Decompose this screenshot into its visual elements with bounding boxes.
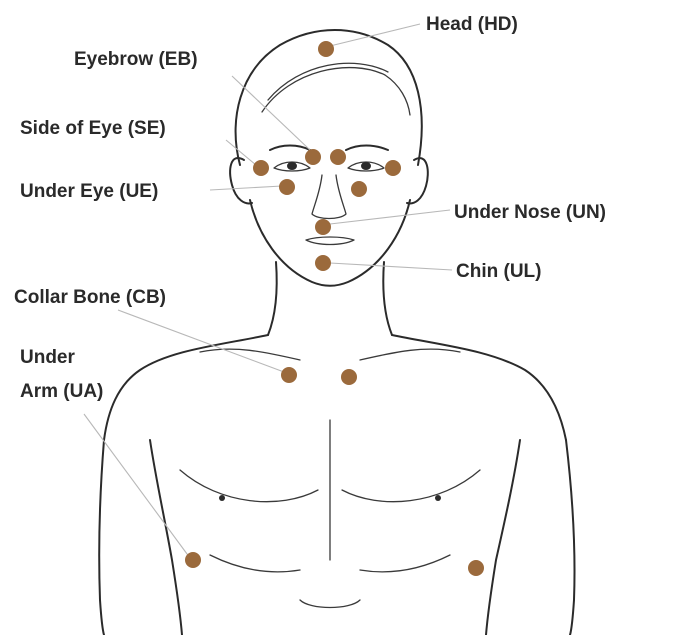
right-pupil: [361, 162, 371, 170]
leader-under-nose: [330, 210, 450, 224]
left-arm-inner: [150, 440, 182, 635]
label-under-arm-line2: Arm (UA): [20, 381, 103, 402]
point-under-arm-right: [468, 560, 484, 576]
point-eyebrow-right: [330, 149, 346, 165]
hairline: [262, 68, 410, 115]
leader-side-of-eye: [226, 140, 256, 165]
leader-head: [330, 24, 420, 46]
point-head: [318, 41, 334, 57]
label-collar-bone: Collar Bone (CB): [14, 287, 166, 308]
leader-under-eye: [210, 186, 282, 190]
neck-left: [268, 262, 277, 335]
left-pupil: [287, 162, 297, 170]
right-arm-inner: [486, 440, 520, 635]
neck-right: [383, 262, 392, 335]
left-shoulder: [104, 335, 268, 440]
left-nipple: [219, 495, 225, 501]
leader-collar-bone: [118, 310, 284, 372]
point-chin: [315, 255, 331, 271]
right-eyebrow: [346, 146, 388, 151]
point-under-nose: [315, 219, 331, 235]
right-shoulder: [392, 335, 566, 440]
point-labels: Head (HD) Eyebrow (EB) Side of Eye (SE) …: [14, 14, 606, 402]
abdomen-left: [210, 555, 300, 572]
label-side-of-eye: Side of Eye (SE): [20, 118, 166, 139]
jaw-outline: [250, 200, 410, 286]
point-collar-bone-right: [341, 369, 357, 385]
left-collarbone: [200, 349, 300, 360]
point-under-arm-left: [185, 552, 201, 568]
right-pectoral: [342, 470, 480, 502]
point-collar-bone-left: [281, 367, 297, 383]
label-chin: Chin (UL): [456, 261, 541, 282]
right-arm-outer: [566, 440, 575, 635]
mouth: [306, 237, 354, 245]
nose: [312, 175, 346, 219]
label-head: Head (HD): [426, 14, 518, 35]
right-collarbone: [360, 349, 460, 360]
point-under-eye-left: [279, 179, 295, 195]
point-eyebrow-left: [305, 149, 321, 165]
right-nipple: [435, 495, 441, 501]
leader-eyebrow: [232, 76, 310, 150]
point-side-of-eye-left: [253, 160, 269, 176]
label-under-eye: Under Eye (UE): [20, 181, 158, 202]
label-eyebrow: Eyebrow (EB): [74, 49, 198, 70]
point-under-eye-right: [351, 181, 367, 197]
abdomen-right: [360, 555, 450, 572]
left-pectoral: [180, 470, 318, 502]
left-ear: [230, 158, 252, 203]
male-figure-outline: [99, 30, 574, 635]
leader-chin: [330, 263, 452, 270]
label-under-nose: Under Nose (UN): [454, 202, 606, 223]
label-under-arm-line1: Under: [20, 347, 76, 368]
left-eyebrow: [270, 146, 310, 151]
left-arm-outer: [99, 440, 104, 635]
point-side-of-eye-right: [385, 160, 401, 176]
